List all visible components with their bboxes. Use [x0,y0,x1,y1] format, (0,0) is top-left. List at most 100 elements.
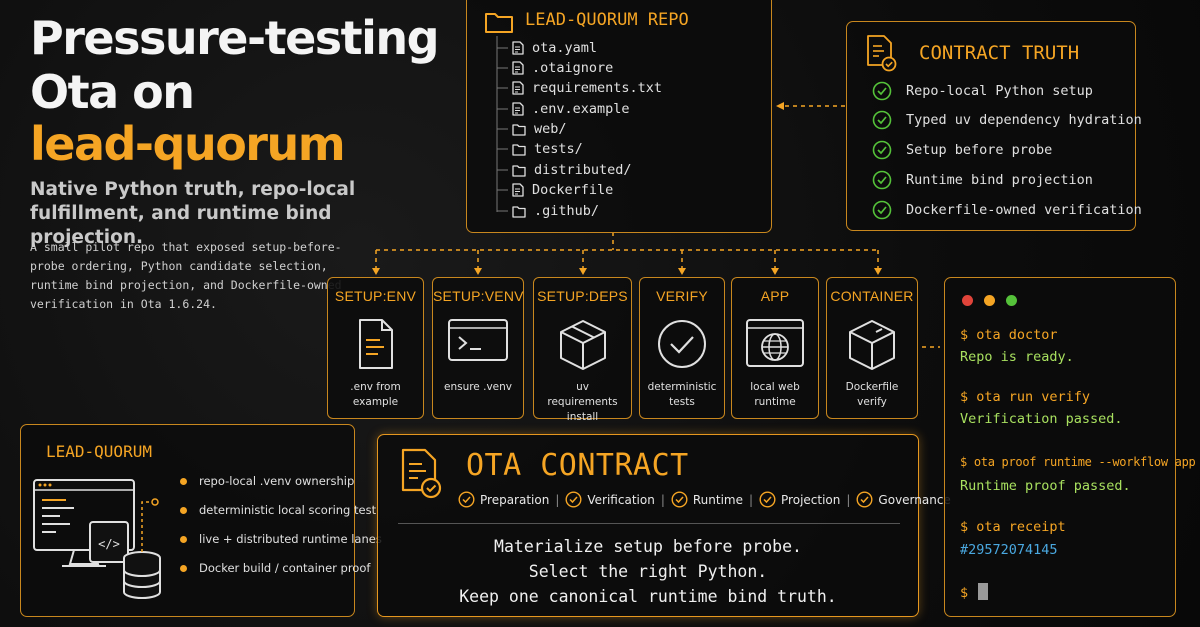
repo-item-name: .github/ [534,203,600,219]
stage-label: Dockerfile verify [845,381,899,408]
lead-quorum-item: Docker build / container proof [180,561,370,575]
check-circle-icon [872,110,892,130]
ota-contract-line-1: Materialize setup before probe. [494,537,802,556]
repo-folder-item: web/ [512,119,567,139]
terminal-window [944,277,1176,617]
terminal-line-text: $ ota run verify [960,389,1091,405]
pill-separator: | [846,492,851,507]
contract-pill: Projection [759,491,840,508]
folder-icon [512,143,526,156]
stage-title: SETUP:ENV [334,288,417,304]
bullet-dot-icon [180,477,187,485]
bullet-dot-icon [180,564,187,572]
stage-label: local web runtime [750,381,800,408]
svg-text:</>: </> [98,537,120,551]
lead-quorum-label: Docker build / container proof [199,561,371,575]
stage-title: SETUP:VENV [433,288,524,304]
terminal-line-text: $ [960,585,969,601]
pill-separator: | [660,492,665,507]
repo-item-name: Dockerfile [532,182,614,198]
contract-truth-label: Repo-local Python setup [906,83,1093,99]
repo-item-name: tests/ [534,141,583,157]
contract-pill-label: Projection [781,492,841,507]
contract-pill: Runtime [671,491,743,508]
contract-pill-label: Preparation [480,492,550,507]
terminal-line-text: Verification passed. [960,411,1123,427]
repo-file-item: .otaignore [512,58,613,78]
terminal-line-ok: Verification passed. [960,411,1123,427]
check-circle-icon [872,170,892,190]
repo-title: LEAD-QUORUM REPO [525,10,689,30]
page-title-line1: Pressure-testing [30,11,440,65]
contract-truth-label: Runtime bind projection [906,172,1093,188]
terminal-cursor[interactable] [978,583,989,600]
container-box-icon [846,318,898,376]
pill-separator: | [748,492,754,507]
document-icon [356,318,396,374]
repo-folder-item: tests/ [512,139,583,159]
lead-quorum-label: live + distributed runtime lanes [199,532,382,546]
stage-label: deterministic tests [647,381,717,408]
contract-truth-title: CONTRACT TRUTH [919,42,1080,64]
terminal-line-hash: #29572074145 [960,542,1058,558]
lead-quorum-item: live + distributed runtime lanes [180,532,382,546]
repo-item-name: distributed/ [534,162,632,178]
page-subtitle: Native Python truth, repo-local fulfillm… [30,179,356,248]
check-circle-icon [671,491,688,508]
lead-quorum-item: repo-local .venv ownership [180,474,354,488]
terminal-line-cmd: $ ota receipt [960,519,1066,535]
lead-quorum-title: LEAD-QUORUM [46,442,152,461]
lead-quorum-label: repo-local .venv ownership [199,474,355,488]
terminal-line-prompt: $ [960,583,989,601]
terminal-line-text: $ ota doctor [960,327,1058,343]
bullet-dot-icon [180,506,187,514]
repo-file-item: requirements.txt [512,78,662,98]
file-icon [512,81,524,95]
check-circle-icon [458,491,475,508]
terminal-line-text: Repo is ready. [960,349,1074,365]
folder-icon [512,164,526,177]
repo-item-name: web/ [534,121,567,137]
stage-label: uv requirements install [547,381,618,423]
folder-icon [512,123,526,136]
ota-contract-panel [377,434,919,617]
repo-file-item: Dockerfile [512,180,613,200]
ota-contract-pills: Preparation|Verification|Runtime|Project… [458,491,951,508]
contract-truth-item: Runtime bind projection [872,170,1093,190]
check-circle-icon [872,81,892,101]
folder-icon [485,13,513,33]
terminal-line-text: $ ota receipt [960,519,1066,535]
contract-document-icon [867,35,897,72]
terminal-close-dot [962,295,973,306]
file-icon [512,41,524,55]
contract-truth-item: Typed uv dependency hydration [872,110,1142,130]
repo-item-name: requirements.txt [532,80,663,96]
package-box-icon [557,318,609,376]
terminal-line-ok: Repo is ready. [960,349,1074,365]
check-circle-icon [872,200,892,220]
terminal-minimize-dot [984,295,995,306]
repo-tree-lines [496,36,508,212]
contract-truth-label: Dockerfile-owned verification [906,202,1142,218]
contract-truth-item: Repo-local Python setup [872,81,1093,101]
repo-folder-item: distributed/ [512,160,632,180]
stage-setup-env: SETUP:ENV .env from example [327,277,424,419]
bullet-dot-icon [180,535,187,543]
contract-pill-label: Governance [878,492,951,507]
file-icon [512,183,524,197]
ota-contract-document-icon [401,448,442,499]
lead-quorum-label: deterministic local scoring test [199,503,377,517]
stage-setup-venv: SETUP:VENV ensure .venv [432,277,524,419]
page-title-line3: lead-quorum [30,117,346,171]
stage-label: ensure .venv [443,381,512,393]
repo-item-name: .env.example [532,101,630,117]
workstation-database-icon: </> [33,479,161,599]
terminal-line-cmd: $ ota proof runtime --workflow app [960,455,1196,469]
contract-pill: Preparation [458,491,549,508]
terminal-window-icon [447,318,509,366]
stage-label: .env from example [350,381,401,408]
terminal-line-cmd: $ ota doctor [960,327,1058,343]
stage-title: VERIFY [656,288,708,304]
